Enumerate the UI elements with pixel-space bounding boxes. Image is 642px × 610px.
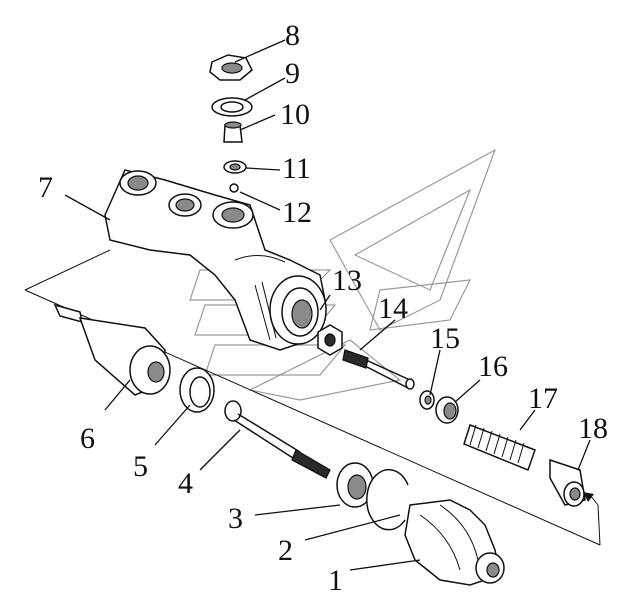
callout-14: 14 bbox=[378, 292, 408, 325]
callout-3: 3 bbox=[228, 502, 243, 535]
callout-15: 15 bbox=[430, 322, 460, 355]
ring-15 bbox=[419, 390, 435, 410]
nut-13 bbox=[317, 324, 343, 356]
snap-ring-2 bbox=[366, 468, 409, 531]
callout-13: 13 bbox=[332, 264, 362, 297]
callout-12: 12 bbox=[282, 196, 312, 229]
body-housing bbox=[104, 169, 327, 351]
callout-18: 18 bbox=[578, 412, 608, 445]
callout-4: 4 bbox=[178, 467, 193, 500]
push-rod bbox=[224, 400, 331, 479]
leader-lines bbox=[64, 39, 591, 571]
pin-14 bbox=[342, 349, 415, 390]
top-fittings bbox=[209, 54, 253, 193]
callout-16: 16 bbox=[478, 350, 508, 383]
piston-assembly bbox=[53, 303, 171, 396]
callout-17: 17 bbox=[528, 382, 558, 415]
cup-18 bbox=[549, 458, 586, 507]
callout-11: 11 bbox=[282, 152, 311, 185]
callout-9: 9 bbox=[285, 57, 300, 90]
axis-arrow-icon bbox=[583, 492, 594, 502]
spring-17 bbox=[463, 424, 536, 471]
callout-10: 10 bbox=[280, 98, 310, 131]
callout-8: 8 bbox=[285, 19, 300, 52]
callout-2: 2 bbox=[278, 534, 293, 567]
washer bbox=[336, 462, 374, 508]
seal-16 bbox=[435, 396, 459, 424]
dust-boot bbox=[404, 499, 505, 586]
callout-1: 1 bbox=[328, 564, 343, 597]
snap-ring-5 bbox=[179, 367, 215, 413]
callout-7: 7 bbox=[38, 171, 53, 204]
callout-6: 6 bbox=[80, 422, 95, 455]
callout-5: 5 bbox=[133, 450, 148, 483]
callout-labels: 8 9 10 11 12 7 13 14 15 16 17 18 6 5 4 3… bbox=[38, 19, 608, 597]
